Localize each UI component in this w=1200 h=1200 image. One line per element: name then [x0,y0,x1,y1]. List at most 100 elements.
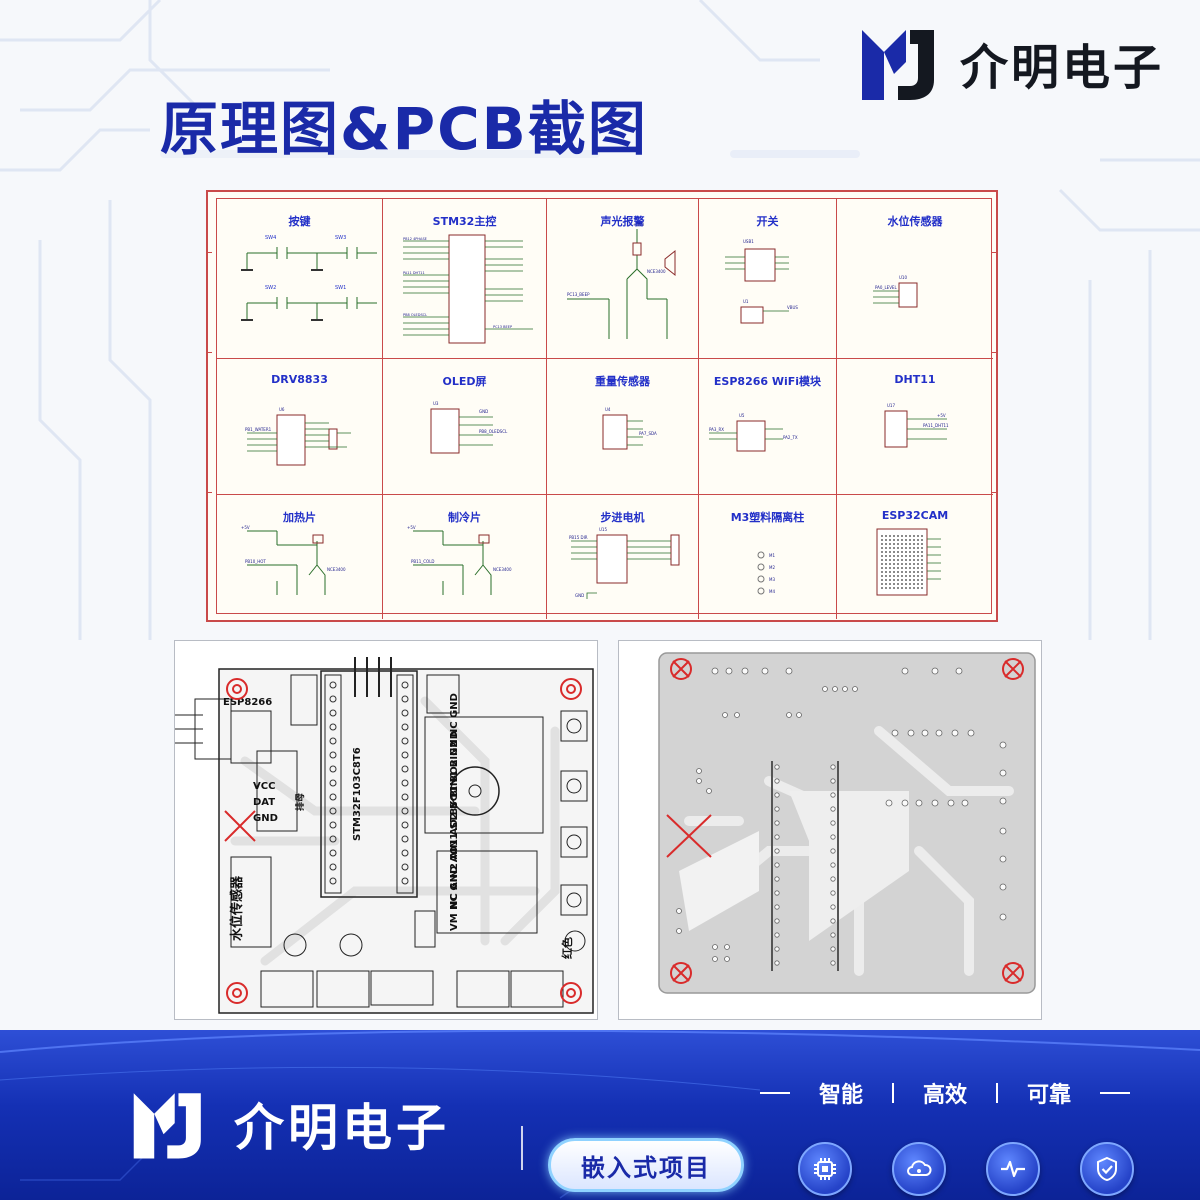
svg-text:USB1: USB1 [743,239,754,244]
svg-text:PA3_RX: PA3_RX [709,427,724,432]
svg-text:U4: U4 [605,407,611,412]
cell-title: 加热片 [283,511,316,524]
svg-text:GND: GND [479,409,488,414]
cell-title: ESP32CAM [881,509,949,522]
brand-logo-top: 介明电子 [858,20,1164,106]
svg-text:PB15 DIR: PB15 DIR [569,535,588,540]
svg-text:NCE3400: NCE3400 [327,567,346,572]
cell-title: 开关 [756,215,779,228]
svg-text:U10: U10 [899,275,907,280]
schematic-cell-esp32cam: ESP32CAM [837,495,993,619]
brand-name-footer: 介明电子 [234,1099,450,1157]
svg-text:PB12 4PHASE: PB12 4PHASE [403,237,427,241]
svg-text:PC13 BEEP: PC13 BEEP [493,325,512,329]
cell-title: 水位传感器 [887,215,943,228]
cell-title: 步进电机 [600,511,645,524]
svg-text:PA7_SDA: PA7_SDA [639,431,657,436]
gnd-label: GND [253,813,278,824]
svg-text:VBUS: VBUS [787,305,798,310]
svg-text:GND: GND [575,593,584,598]
svg-text:SW2: SW2 [265,285,276,291]
cloud-icon [892,1142,946,1196]
brand-mark-icon [862,30,934,100]
svg-text:SW4: SW4 [265,235,276,241]
slogan-item: 智能 [818,1083,863,1108]
svg-text:SW1: SW1 [335,285,346,291]
cell-title: 制冷片 [448,511,481,524]
brand-mark-icon [133,1093,201,1159]
svg-text:PB8 OLEDSCL: PB8 OLEDSCL [403,313,427,317]
drv-top-label: NC AIN2 AIN1 STBY BIN1 BIN2 NC GND [449,693,460,909]
slogan-line-right [1099,1092,1130,1094]
cell-title: STM32主控 [432,215,497,228]
slogan-item: 可靠 [1026,1083,1071,1108]
cell-title: 声光报警 [600,215,645,228]
drv-bottom-label: VM NC GND AO1 AO2 BO1 BO2 GND [449,731,460,931]
svg-text:U3: U3 [433,401,439,406]
shield-check-icon [1080,1142,1134,1196]
footer-banner: 介明电子 嵌入式项目 智能 高效 可靠 [0,1030,1200,1200]
slogan-separator [891,1083,894,1103]
svg-text:PA0_LEVEL: PA0_LEVEL [875,285,897,290]
footer-divider [521,1126,523,1170]
svg-text:PC13_BEEP: PC13_BEEP [567,292,590,297]
cell-title: 按键 [288,215,311,228]
svg-text:PB8_OLEDSCL: PB8_OLEDSCL [479,429,508,434]
svg-text:NCE3400: NCE3400 [647,269,666,274]
svg-text:SW3: SW3 [335,235,346,241]
cell-title: DHT11 [894,373,936,386]
svg-text:U5: U5 [739,413,745,418]
esp32cam-circuit [876,528,941,596]
page-title: 原理图&PCB截图 [160,95,648,163]
svg-text:+5V: +5V [407,525,416,530]
brand-logo-bottom: 介明电子 [130,1084,450,1164]
slogan-item: 高效 [922,1083,967,1108]
slogan-line-left [760,1092,790,1094]
svg-text:M3: M3 [769,577,775,582]
svg-text:NCE3400: NCE3400 [493,567,512,572]
circuit-background [0,0,1200,640]
cell-title: 重量传感器 [595,375,650,388]
slogan-separator [995,1083,998,1103]
cell-title: OLED屏 [442,375,487,388]
feature-icons [798,1142,1134,1196]
svg-text:+5V: +5V [937,413,946,418]
pcb-top-layer: ESP8266 STM32F103C8T6 VCC DAT GND 水位传感器 … [174,640,598,1020]
svg-text:PA11 DHT11: PA11 DHT11 [403,271,425,275]
svg-text:+5V: +5V [241,525,250,530]
header-label: 排母 [294,793,306,811]
mcu-label: STM32F103C8T6 [352,747,363,841]
svg-text:U15: U15 [599,527,607,532]
svg-text:PA11_DHT11: PA11_DHT11 [923,423,949,428]
water-label: 水位传感器 [229,875,245,941]
svg-text:U1: U1 [743,299,749,304]
pulse-icon [986,1142,1040,1196]
svg-text:PB1_WATER1: PB1_WATER1 [245,427,272,432]
slogan: 智能 高效 可靠 [760,1078,1130,1108]
project-tag: 嵌入式项目 [548,1138,744,1192]
svg-text:U6: U6 [279,407,285,412]
